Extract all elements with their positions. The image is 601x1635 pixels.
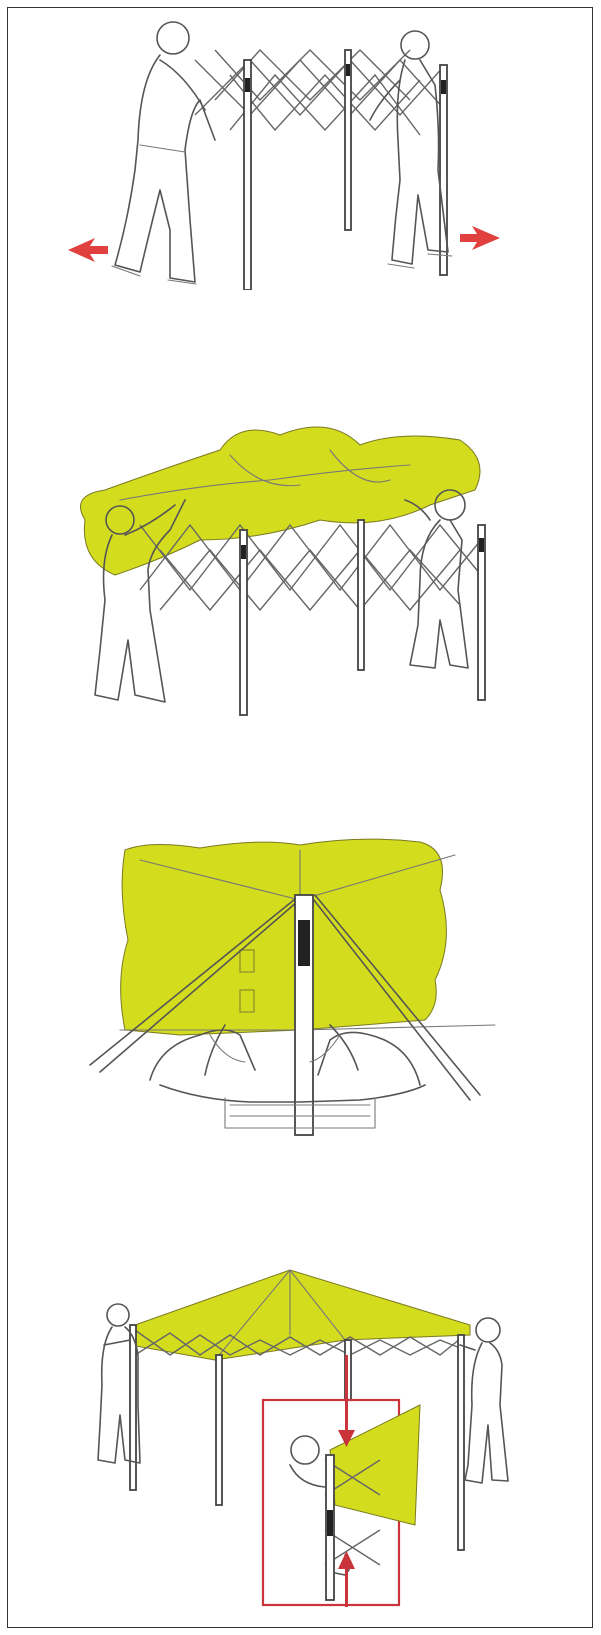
detail-inset [263, 1355, 420, 1607]
step-1-illustration [0, 20, 601, 290]
canopy-fabric [81, 427, 481, 575]
step-1-expand-frame [0, 20, 601, 290]
scissor-truss [195, 50, 445, 135]
leg-sleeve [298, 920, 310, 966]
step-3-secure-corner [0, 830, 601, 1140]
frame-leg [130, 1325, 136, 1490]
frame-leg [244, 60, 251, 290]
frame-leg [458, 1335, 464, 1550]
frame-leg [358, 520, 364, 670]
person-hands [150, 1025, 425, 1128]
frame-leg [345, 50, 351, 230]
arrow-left-icon [68, 238, 108, 262]
step-2-illustration [0, 410, 601, 720]
frame-leg [216, 1355, 222, 1505]
step-4-raise-legs [0, 1255, 601, 1615]
step-2-drape-canopy [0, 410, 601, 720]
step-3-illustration [0, 830, 601, 1140]
canopy-fabric [121, 839, 447, 1035]
person-left [112, 22, 215, 284]
step-4-illustration [0, 1255, 601, 1615]
person-right [460, 1318, 508, 1483]
arrow-right-icon [460, 226, 500, 250]
frame-leg [440, 65, 447, 275]
